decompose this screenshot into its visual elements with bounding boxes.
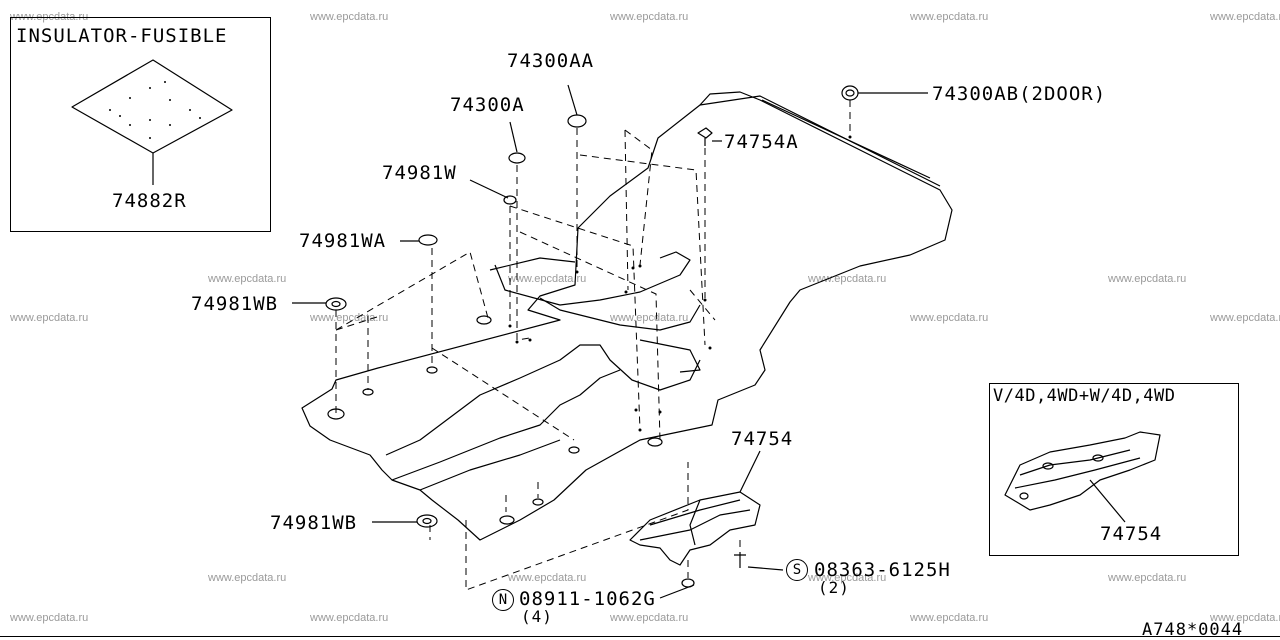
inset-4wd-box — [989, 383, 1239, 556]
nut-symbol: N — [492, 589, 514, 611]
watermark: www.epcdata.ru — [508, 273, 587, 285]
screw-symbol: S — [786, 559, 808, 581]
watermark: www.epcdata.ru — [508, 572, 587, 584]
watermark: www.epcdata.ru — [1210, 11, 1280, 23]
inset-4wd-title: V/4D,4WD+W/4D,4WD — [993, 386, 1176, 406]
watermark: www.epcdata.ru — [208, 572, 287, 584]
floor-insulator — [301, 91, 953, 541]
watermark: www.epcdata.ru — [610, 612, 689, 624]
part-number-08363-6125H: 08363-6125H — [814, 559, 951, 581]
watermark: www.epcdata.ru — [10, 612, 89, 624]
heat-insulator-74754-main — [629, 491, 761, 566]
part-number-74981WA: 74981WA — [299, 230, 387, 252]
part-number-74981WB-top: 74981WB — [191, 293, 279, 315]
watermark: www.epcdata.ru — [1108, 572, 1187, 584]
watermark: www.epcdata.ru — [310, 312, 389, 324]
leader-lines — [292, 84, 928, 599]
part-number-74300AA: 74300AA — [507, 50, 595, 72]
watermark: www.epcdata.ru — [1210, 612, 1280, 624]
part-number-08911-1062G: 08911-1062G — [519, 588, 656, 610]
part-number-74981W: 74981W — [382, 162, 457, 184]
part-number-74882R: 74882R — [112, 190, 187, 212]
watermark: www.epcdata.ru — [910, 612, 989, 624]
drawing-code: A748*0044 — [1142, 620, 1244, 640]
part-number-74300AB: 74300AB(2DOOR) — [932, 83, 1107, 105]
watermark: www.epcdata.ru — [910, 312, 989, 324]
watermark: www.epcdata.ru — [610, 11, 689, 23]
watermark: www.epcdata.ru — [1108, 273, 1187, 285]
watermark: www.epcdata.ru — [610, 312, 689, 324]
quantity-screw: (2) — [818, 578, 850, 597]
watermark: www.epcdata.ru — [808, 572, 887, 584]
inset-fusible-box — [10, 17, 271, 232]
part-number-74754A: 74754A — [724, 131, 799, 153]
watermark: www.epcdata.ru — [310, 612, 389, 624]
watermark: www.epcdata.ru — [1210, 312, 1280, 324]
heat-insulator-74754-inset — [1004, 431, 1161, 523]
watermark: www.epcdata.ru — [310, 11, 389, 23]
part-number-74754: 74754 — [731, 428, 794, 450]
watermark: www.epcdata.ru — [910, 11, 989, 23]
insulator-fusible-sheet — [71, 59, 233, 185]
watermark: www.epcdata.ru — [208, 273, 287, 285]
part-number-74981WB-bottom: 74981WB — [270, 512, 358, 534]
quantity-nut: (4) — [521, 607, 553, 626]
watermark: www.epcdata.ru — [10, 312, 89, 324]
part-number-74754-inset: 74754 — [1100, 523, 1163, 545]
bottom-rule — [0, 636, 1280, 637]
inset-fusible-title: INSULATOR-FUSIBLE — [16, 25, 228, 47]
watermark: www.epcdata.ru — [808, 273, 887, 285]
part-number-74300A: 74300A — [450, 94, 525, 116]
